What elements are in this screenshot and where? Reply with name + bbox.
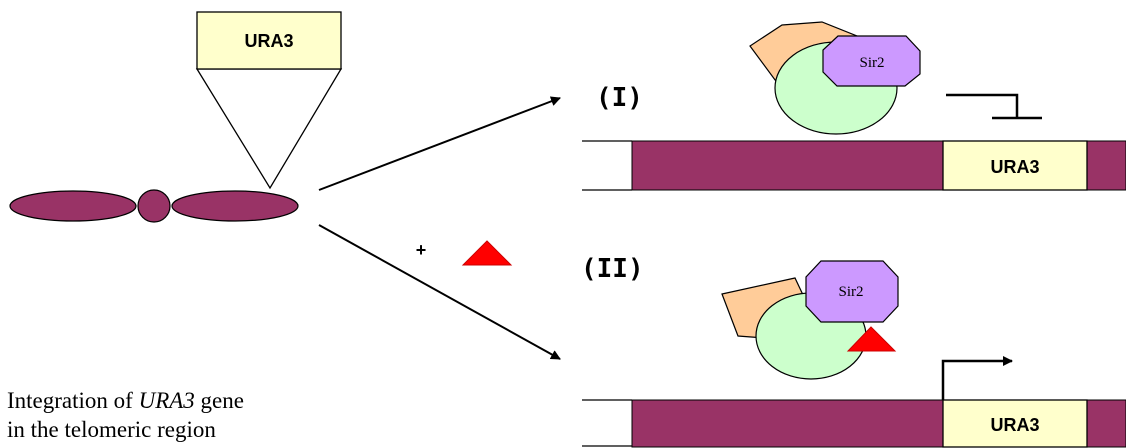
arrow-to-panel-i — [318, 96, 561, 191]
sir2-label: Sir2 — [859, 55, 884, 71]
ura3-insertion-callout: URA3 — [195, 11, 343, 190]
chromosome-right-arm — [171, 190, 299, 222]
caption-prefix: Integration of — [7, 388, 139, 413]
ura3-insert-box — [196, 11, 342, 70]
panel-i: (I) Sir2 URA3 — [582, 21, 1126, 191]
chromosome — [9, 189, 299, 223]
arrow-to-panel-ii — [318, 224, 561, 360]
ura3-label-i: URA3 — [990, 157, 1039, 177]
ligand-triangle — [461, 240, 513, 266]
caption-suffix: gene — [195, 388, 244, 413]
ura3-label-ii: URA3 — [990, 415, 1039, 435]
caption-line-2: in the telomeric region — [7, 417, 216, 442]
sir2-protein — [822, 35, 921, 87]
caption-gene: URA3 — [139, 388, 195, 413]
caption-line-1: Integration of URA3 gene — [7, 388, 244, 413]
ura3-gene-box-ii — [942, 399, 1088, 448]
panel-ii-label: (II) — [581, 254, 644, 284]
sir2-label: Sir2 — [838, 284, 863, 300]
panel-ii: (II) Sir2 URA3 — [581, 254, 1126, 448]
bound-ligand-triangle — [846, 326, 897, 352]
panel-i-label: (I) — [596, 83, 643, 113]
centromere — [137, 189, 171, 223]
repression-line — [946, 93, 1019, 118]
ura3-gene-box-i — [942, 140, 1088, 191]
chromosome-left-arm — [9, 190, 137, 222]
ura3-insert-label: URA3 — [244, 31, 293, 51]
insertion-triangle — [195, 68, 343, 190]
activation-line — [941, 356, 1013, 400]
plus-sign: + — [416, 240, 427, 260]
caption: Integration of URA3 gene in the telomeri… — [7, 388, 244, 442]
sir2-protein — [805, 260, 899, 323]
